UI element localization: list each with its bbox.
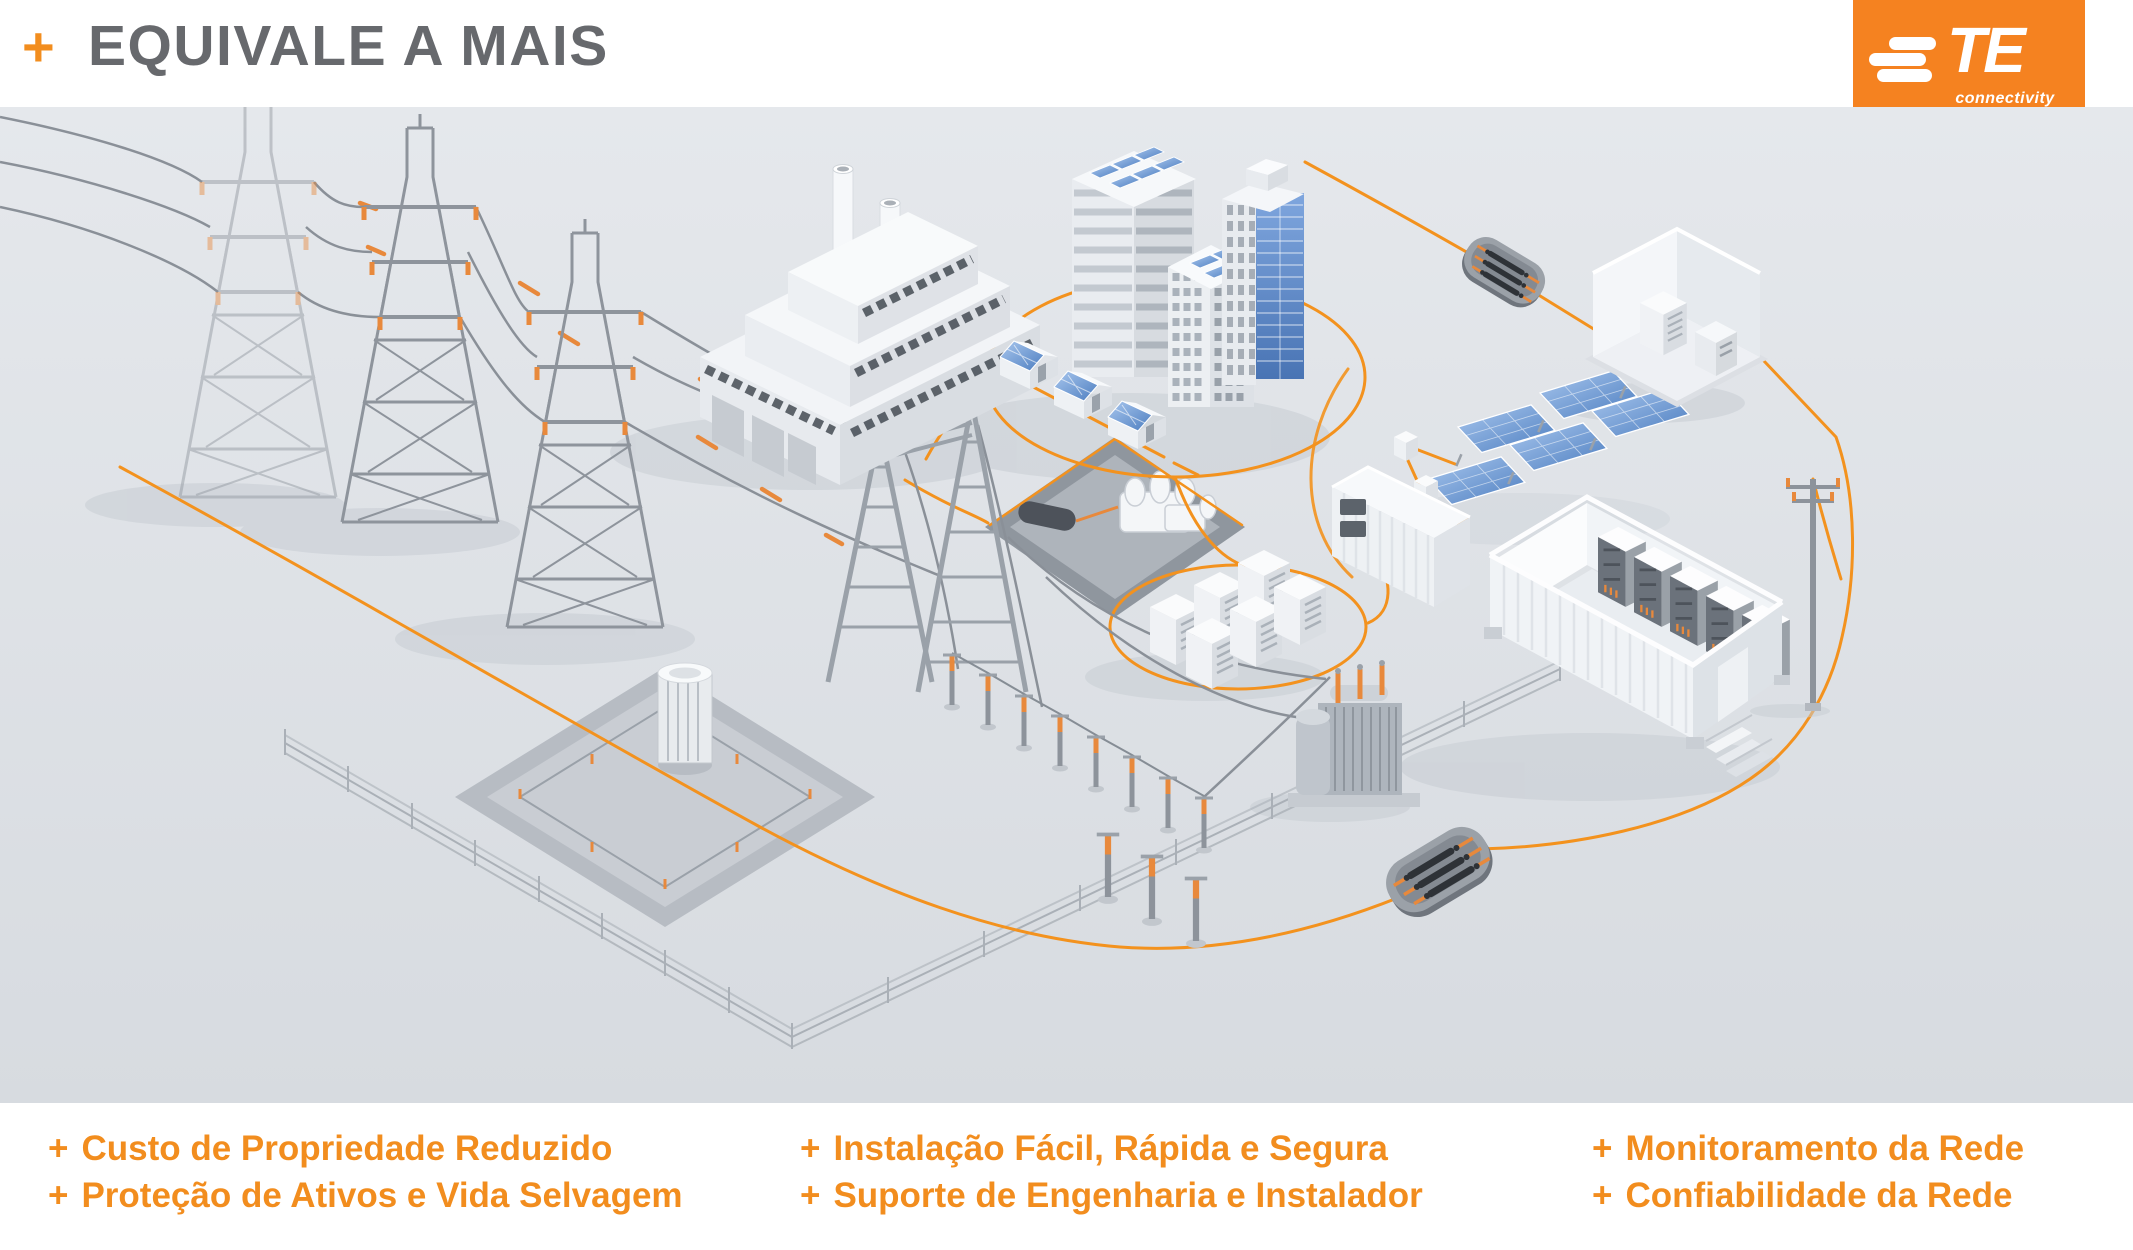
sunken-yard (455, 662, 875, 927)
benefit-label: Suporte de Engenharia e Instalador (833, 1176, 1423, 1215)
power-plant (700, 164, 1040, 485)
plus-bullet: + (48, 1176, 69, 1215)
control-room (1585, 226, 1768, 407)
benefit-label: Confiabilidade da Rede (1625, 1176, 2013, 1215)
storage-container (1331, 465, 1471, 607)
title-plus-bullet: + (22, 15, 55, 78)
benefit-item: + Suporte de Engenharia e Instalador (800, 1172, 1423, 1219)
benefit-item: + Confiabilidade da Rede (1592, 1172, 2024, 1219)
benefit-item: + Custo de Propriedade Reduzido (48, 1125, 683, 1172)
te-logo-letters: TE (1947, 14, 2026, 86)
page-title: EQUIVALE A MAIS (88, 14, 609, 78)
transformer (1288, 660, 1420, 807)
battery-storage-container (1484, 494, 1790, 777)
plus-bullet: + (800, 1176, 821, 1215)
grid-illustration (0, 107, 1855, 1049)
benefits-column-3: + Monitoramento da Rede + Confiabilidade… (1592, 1125, 2024, 1219)
utility-pole (1750, 478, 1840, 718)
plus-bullet: + (800, 1129, 821, 1168)
city-buildings (999, 146, 1304, 450)
benefit-label: Custo de Propriedade Reduzido (81, 1129, 613, 1168)
benefit-label: Proteção de Ativos e Vida Selvagem (81, 1176, 683, 1215)
te-logo-tagline: connectivity (1955, 90, 2055, 107)
benefit-label: Instalação Fácil, Rápida e Segura (833, 1129, 1388, 1168)
plus-bullet: + (48, 1129, 69, 1168)
benefits-footer: + Custo de Propriedade Reduzido + Proteç… (0, 1103, 2133, 1250)
illustration-stage (0, 107, 2133, 1103)
benefit-item: + Proteção de Ativos e Vida Selvagem (48, 1172, 683, 1219)
benefit-item: + Instalação Fácil, Rápida e Segura (800, 1125, 1423, 1172)
benefits-column-1: + Custo de Propriedade Reduzido + Proteç… (48, 1125, 683, 1219)
header: + EQUIVALE A MAIS (0, 0, 2133, 107)
benefit-label: Monitoramento da Rede (1625, 1129, 2025, 1168)
disconnect-switches (943, 652, 1213, 948)
benefit-item: + Monitoramento da Rede (1592, 1125, 2024, 1172)
container-stairs (1705, 714, 1773, 777)
benefits-column-2: + Instalação Fácil, Rápida e Segura + Su… (800, 1125, 1423, 1219)
te-logo-mark (1869, 37, 1936, 82)
plus-bullet: + (1592, 1129, 1613, 1168)
plus-bullet: + (1592, 1176, 1613, 1215)
